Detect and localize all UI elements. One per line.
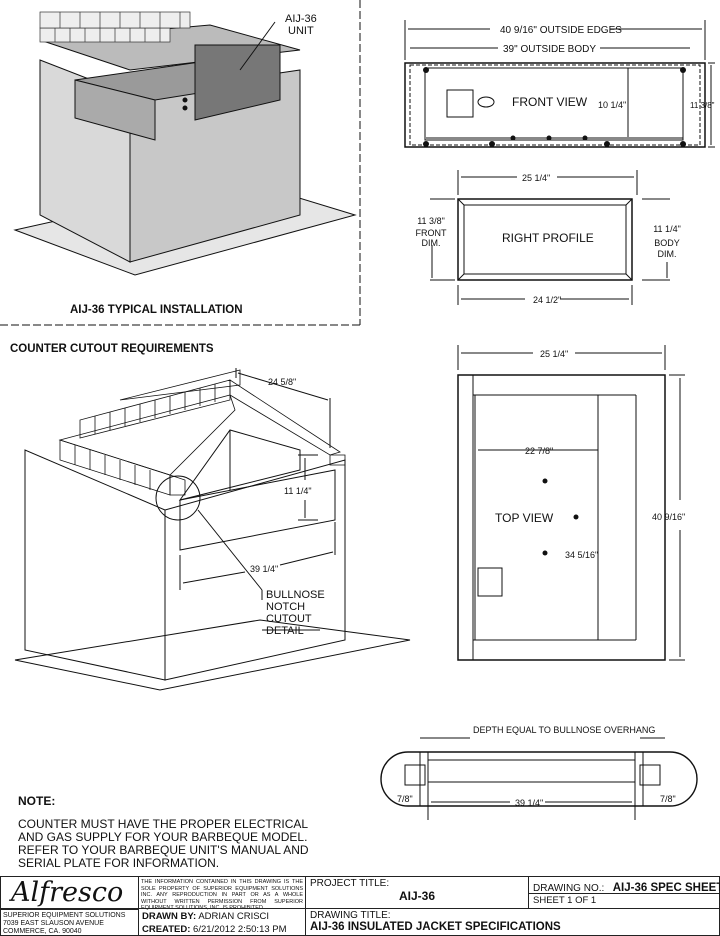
- note-heading: NOTE:: [18, 794, 56, 808]
- profile-top-width-dim: 25 1/4": [522, 173, 550, 183]
- note-line: AND GAS SUPPLY FOR YOUR BARBEQUE MODEL.: [18, 830, 308, 844]
- body-dim-label: BODY: [654, 238, 680, 248]
- callout-line4: DETAIL: [266, 625, 304, 637]
- bullnose-right-dim: 7/8": [660, 794, 676, 804]
- body-dim-value: 11 1/4": [653, 224, 681, 234]
- drawing-title: AIJ-36 INSULATED JACKET SPECIFICATIONS: [310, 921, 561, 933]
- note-line: REFER TO YOUR BARBEQUE UNIT'S MANUAL AND: [18, 843, 309, 857]
- company-street: 7039 EAST SLAUSON AVENUE: [3, 920, 104, 927]
- drawn-by-label: DRAWN BY:: [142, 911, 197, 922]
- callout-line1: BULLNOSE: [266, 589, 325, 601]
- front-dim-abbr: DIM.: [422, 238, 441, 248]
- unit-label-line2: UNIT: [288, 25, 314, 37]
- drawing-no-label: DRAWING NO.:: [533, 883, 605, 894]
- front-dim-value: 11 3/8": [417, 216, 445, 226]
- right-profile-label: RIGHT PROFILE: [502, 231, 594, 245]
- created-date: 6/21/2012 2:50:13 PM: [193, 924, 287, 935]
- note-line: SERIAL PLATE FOR INFORMATION.: [18, 856, 220, 870]
- bullnose-detail-drawing: [380, 737, 698, 820]
- bullnose-width-dim: 39 1/4": [515, 798, 543, 808]
- front-view-label: FRONT VIEW: [512, 95, 588, 109]
- installation-caption: AIJ-36 TYPICAL INSTALLATION: [70, 304, 243, 316]
- front-height-dim: 11 3/8": [690, 101, 715, 110]
- outside-body-dim: 39" OUTSIDE BODY: [503, 44, 596, 55]
- disclaimer: THE INFORMATION CONTAINED IN THIS DRAWIN…: [138, 876, 306, 911]
- cutout-depth-dim: 24 5/8": [268, 377, 296, 387]
- project-title: AIJ-36: [398, 889, 436, 903]
- aij-36-unit-shape: [194, 44, 281, 121]
- drawn-by: ADRIAN CRISCI: [198, 911, 270, 922]
- top-view-label: TOP VIEW: [495, 511, 554, 525]
- profile-bottom-width-dim: 24 1/2": [533, 295, 561, 305]
- drawing-title-label: DRAWING TITLE:: [310, 910, 391, 921]
- note-line: COUNTER MUST HAVE THE PROPER ELECTRICAL: [18, 817, 309, 831]
- body-dim-abbr: DIM.: [658, 249, 677, 259]
- cutout-heading: COUNTER CUTOUT REQUIREMENTS: [10, 343, 214, 355]
- counter-cutout-illustration: [14, 368, 411, 691]
- company-address: SUPERIOR EQUIPMENT SOLUTIONS 7039 EAST S…: [0, 909, 139, 936]
- callout-line3: CUTOUT: [266, 613, 312, 625]
- drawn-created-cell: DRAWN BY: ADRIAN CRISCI CREATED: 6/21/20…: [138, 908, 306, 936]
- front-inner-height-dim: 10 1/4": [598, 100, 626, 110]
- bullnose-left-dim: 7/8": [397, 794, 413, 804]
- top-width-dim: 25 1/4": [540, 349, 568, 359]
- unit-label-line1: AIJ-36: [285, 13, 317, 25]
- callout-line2: NOTCH: [266, 601, 305, 613]
- alfresco-logo: Alfresco: [11, 877, 124, 908]
- outside-edges-dim: 40 9/16" OUTSIDE EDGES: [500, 25, 622, 36]
- sheet-number: SHEET 1 OF 1: [528, 893, 720, 909]
- top-view-drawing: [457, 345, 685, 661]
- top-inner-width-dim: 22 7/8": [525, 446, 553, 456]
- created-label: CREATED:: [142, 924, 191, 935]
- company-city: COMMERCE, CA. 90040: [3, 928, 82, 935]
- drawing-no-cell: DRAWING NO.: AIJ-36 SPEC SHEET: [528, 876, 720, 894]
- top-inner-length-dim: 34 5/16": [565, 550, 598, 560]
- company-name: SUPERIOR EQUIPMENT SOLUTIONS: [3, 912, 126, 919]
- cutout-width-dim: 39 1/4": [250, 564, 278, 574]
- project-title-cell: PROJECT TITLE: AIJ-36: [305, 876, 529, 909]
- typical-installation-illustration: [13, 11, 357, 276]
- front-view-drawing: [404, 20, 715, 148]
- cutout-height-dim: 11 1/4": [284, 486, 312, 496]
- project-title-label: PROJECT TITLE:: [310, 878, 390, 889]
- drawing-title-cell: DRAWING TITLE: AIJ-36 INSULATED JACKET S…: [305, 908, 720, 936]
- logo-cell: Alfresco: [0, 876, 139, 909]
- bullnose-label: DEPTH EQUAL TO BULLNOSE OVERHANG: [473, 725, 655, 735]
- top-length-dim: 40 9/16": [652, 512, 685, 522]
- drawing-no: AIJ-36 SPEC SHEET: [612, 882, 720, 894]
- right-profile-drawing: [430, 170, 670, 305]
- front-dim-label: FRONT: [416, 228, 447, 238]
- title-block: Alfresco SUPERIOR EQUIPMENT SOLUTIONS 70…: [0, 876, 720, 936]
